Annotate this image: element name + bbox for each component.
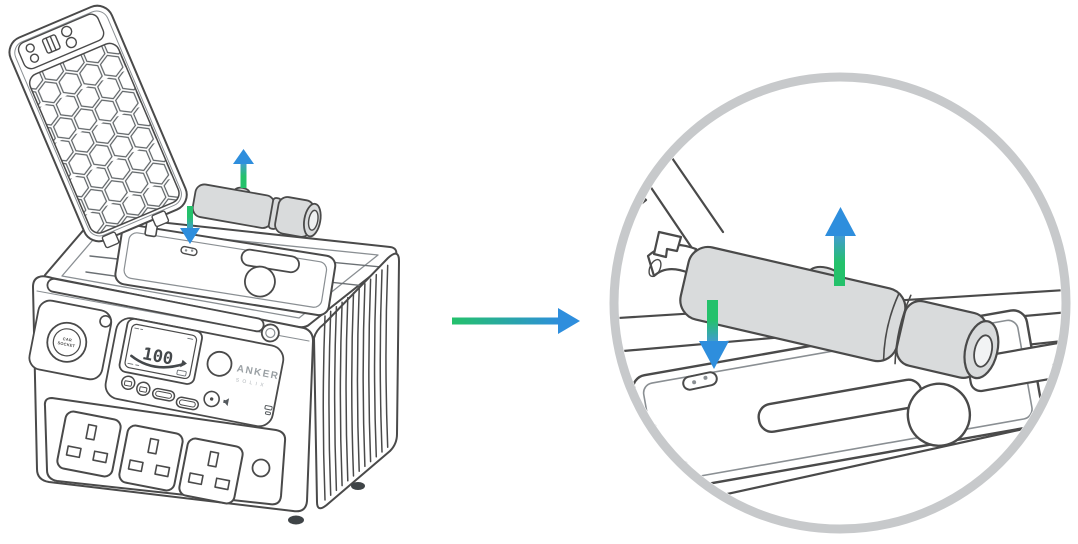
power-station-view: CAR SOCKET 100 [8, 4, 400, 525]
detail-tray-grip [757, 337, 1061, 447]
ac-outlet-3[interactable] [178, 437, 244, 505]
detail-flashlight-seam [882, 292, 912, 365]
side-vents [322, 264, 389, 501]
control-panel: 100 [104, 317, 285, 428]
outlet-live-pin [65, 445, 82, 459]
tray-grip-lobe [244, 265, 276, 298]
detail-lift-up-arrow-icon [825, 207, 856, 286]
detail-press-down-arrowhead [699, 341, 729, 369]
ac-power-button[interactable] [251, 458, 271, 478]
speaker-icon [223, 398, 230, 407]
detail-bracket [652, 230, 683, 259]
detail-flashlight-lens [973, 334, 994, 368]
power-button[interactable] [205, 350, 233, 378]
lift-up-arrow-icon [233, 149, 254, 188]
press-down-arrow-icon [180, 206, 200, 244]
sub-brand-wordmark: SOLIX [235, 377, 267, 389]
foot-side [351, 482, 365, 490]
foot-front [288, 515, 304, 525]
transition-arrow-icon [452, 308, 580, 334]
display-swoosh-tip [180, 359, 187, 368]
detail-flashlight [679, 245, 1000, 380]
ac-outlet-panel [43, 397, 287, 506]
detail-press-down-arrow-icon [699, 300, 729, 369]
display-ticks [127, 327, 194, 377]
honeycomb-lid-panel [28, 42, 180, 234]
latch-button[interactable] [180, 245, 198, 257]
car-socket-label-line1: CAR [62, 336, 72, 343]
detail-latch-button[interactable] [682, 371, 718, 391]
lid [8, 4, 188, 249]
detail-lift-up-arrowhead [825, 207, 856, 236]
flashlight-body [191, 183, 276, 229]
outlet-earth-pin [85, 423, 98, 441]
car-socket-led [99, 315, 112, 328]
detail-circle-ring [609, 72, 1071, 534]
car-socket-section: CAR SOCKET [28, 299, 113, 381]
ac-outlet-1[interactable] [56, 410, 122, 478]
car-socket-cover-inner [52, 328, 81, 357]
usb-ports [120, 375, 199, 411]
lid-hinge-knuckles [101, 210, 170, 249]
flashlight [191, 183, 322, 238]
front-panel: CAR SOCKET 100 [28, 277, 285, 428]
detail-view [609, 72, 1071, 534]
status-light-ring-inner [265, 327, 276, 339]
ac-outlet-2[interactable] [118, 424, 184, 492]
top-face-inner-rim [61, 226, 379, 319]
lift-up-arrowhead [233, 149, 254, 164]
handle-groove [46, 277, 265, 333]
transition-arrowhead [558, 308, 580, 334]
press-down-arrowhead [180, 228, 200, 244]
lid-latch-tab [17, 13, 105, 70]
car-socket-label-line2: SOCKET [57, 340, 76, 348]
display-swoosh [130, 354, 186, 369]
lcd-display: 100 [118, 317, 203, 385]
flashlight-lens [307, 209, 319, 231]
overload-indicator-icon [264, 405, 273, 416]
outlet-neutral-pin [92, 450, 109, 464]
mute-button-dot [209, 397, 214, 401]
status-light-ring [260, 323, 280, 343]
